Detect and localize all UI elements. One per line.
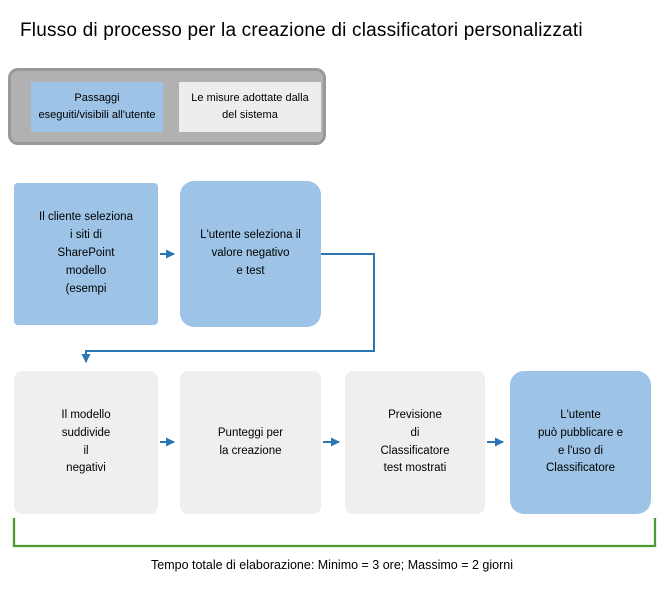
flow-node-label: Il cliente seleziona i siti di SharePoin… (39, 211, 133, 295)
flow-node-model-splits: Il modello suddivide il negativi (14, 371, 158, 514)
flow-node-label: Previsione di Classificatore test mostra… (380, 408, 450, 475)
legend-system-steps-box: Le misure adottate dalla del sistema (179, 81, 321, 132)
flow-node-user-publishes: L'utente può pubblicare e e l'uso di Cla… (510, 371, 651, 514)
flow-node-client-selects-sites: Il cliente seleziona i siti di SharePoin… (14, 183, 158, 325)
flow-node-label: L'utente seleziona il valore negativo e … (200, 229, 301, 277)
total-time-bracket (12, 518, 657, 548)
flow-node-creation-scores: Punteggi per la creazione (180, 371, 321, 514)
total-time-label: Tempo totale di elaborazione: Minimo = 3… (151, 558, 513, 572)
flow-node-label: Il modello suddivide il negativi (61, 408, 111, 475)
diagram-title: Flusso di processo per la creazione di c… (20, 20, 583, 41)
flow-node-label: L'utente può pubblicare e e l'uso di Cla… (537, 408, 624, 475)
legend-system-steps-label: Le misure adottate dalla del sistema (191, 92, 309, 121)
flow-node-label: Punteggi per la creazione (217, 426, 284, 457)
legend: Passaggi eseguiti/visibili all'utente Le… (8, 68, 326, 145)
legend-user-steps-label: Passaggi eseguiti/visibili all'utente (38, 92, 156, 121)
flow-node-classifier-predictions: Previsione di Classificatore test mostra… (345, 371, 485, 514)
flow-node-user-selects-negative: L'utente seleziona il valore negativo e … (180, 181, 321, 327)
legend-user-steps-box: Passaggi eseguiti/visibili all'utente (31, 81, 163, 132)
